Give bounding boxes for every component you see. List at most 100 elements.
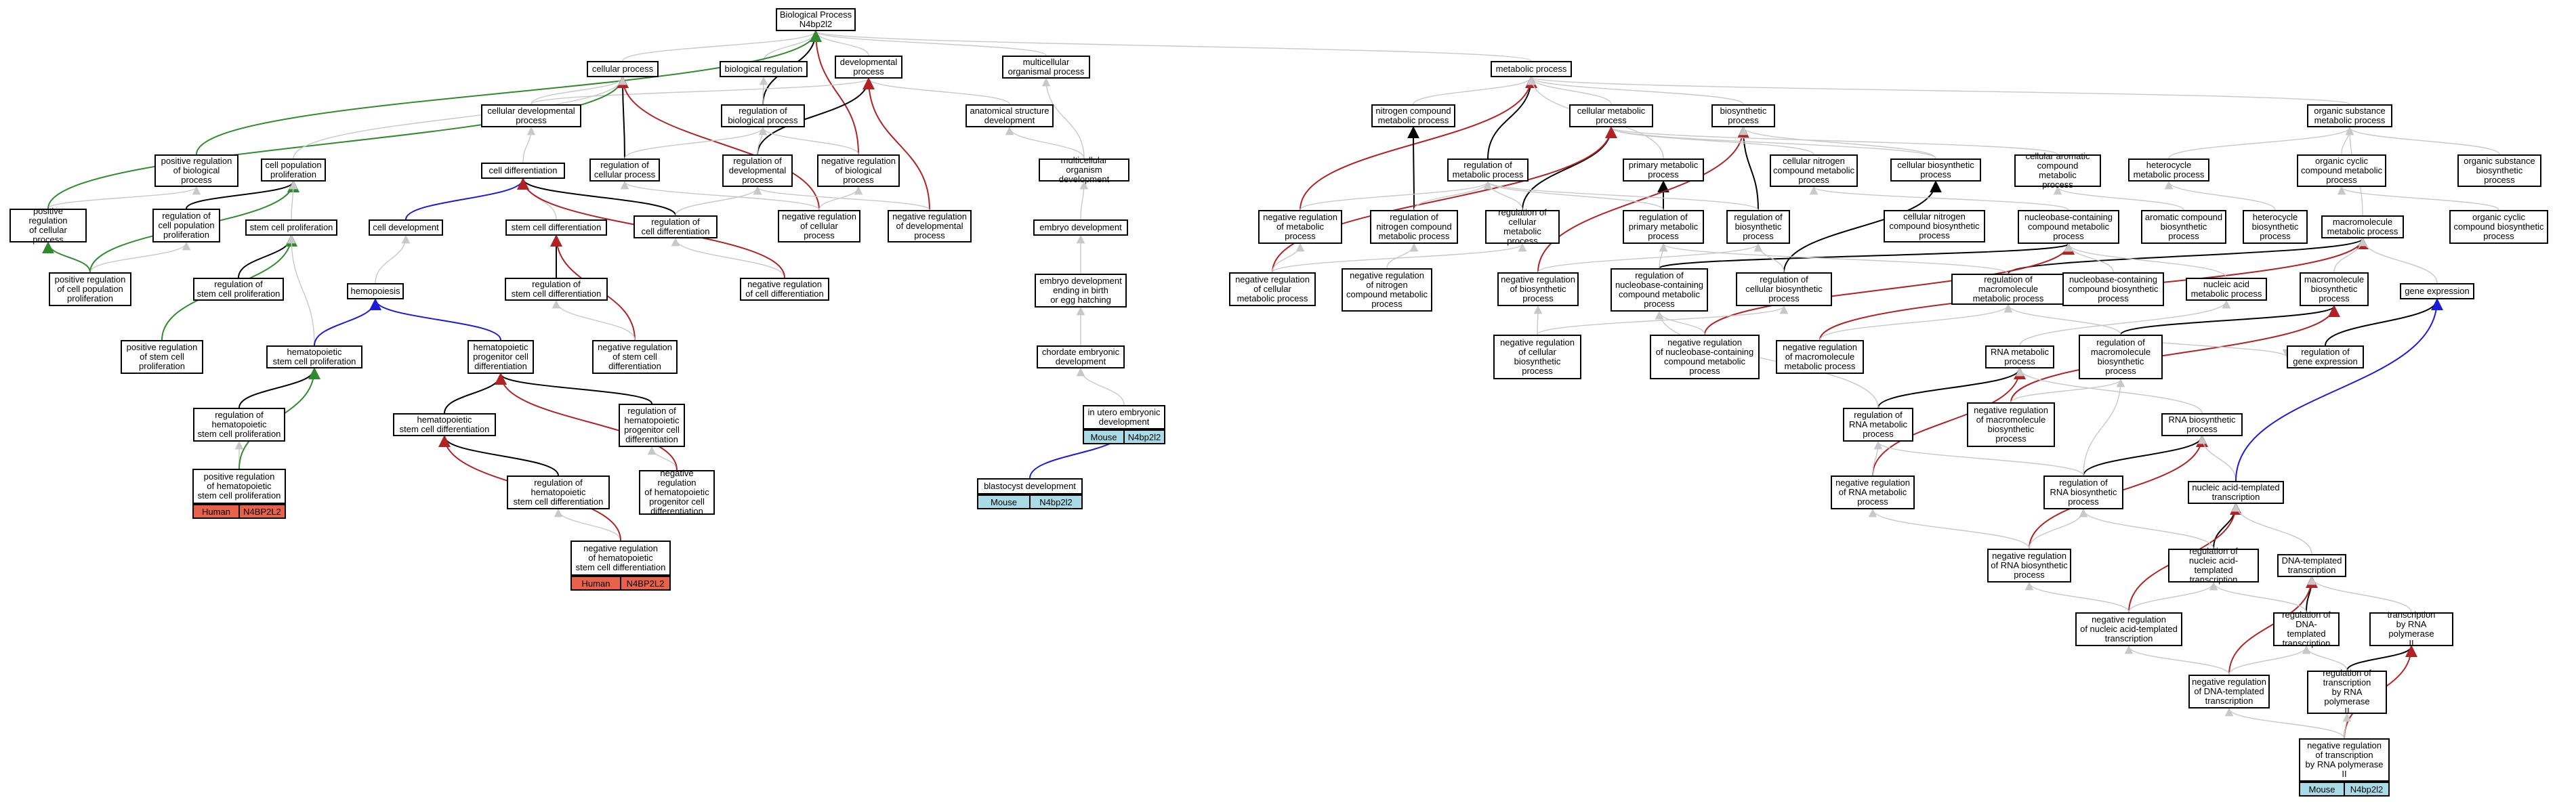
node-regulation-of-developmental-process[interactable]: regulation of developmental process xyxy=(722,154,793,187)
node-regulation-of-biological-process[interactable]: regulation of biological process xyxy=(721,104,805,127)
node-reg-nucleobase-containing-compound-metabolic-process[interactable]: regulation of nucleobase-containing comp… xyxy=(1611,268,1708,312)
node-cellular-metabolic-process[interactable]: cellular metabolic process xyxy=(1569,104,1653,127)
node-regulation-of-cellular-process[interactable]: regulation of cellular process xyxy=(589,158,660,182)
node-neg-reg-cell-differentiation[interactable]: negative regulation of cell differentiat… xyxy=(740,278,829,301)
node-reg-cell-population-proliferation[interactable]: regulation of cell population proliferat… xyxy=(152,209,220,242)
node-stem-cell-proliferation[interactable]: stem cell proliferation xyxy=(245,219,337,236)
node-neg-reg-nucleic-acid-templated-transcription[interactable]: negative regulation of nucleic acid-temp… xyxy=(2075,612,2182,646)
node-cellular-developmental-process[interactable]: cellular developmental process xyxy=(481,104,581,127)
node-nucleobase-containing-compound-biosynthetic-process[interactable]: nucleobase-containing compound biosynthe… xyxy=(2062,272,2164,306)
node-regulation-of-metabolic-process[interactable]: regulation of metabolic process xyxy=(1447,158,1529,182)
node-nitrogen-compound-metabolic-process[interactable]: nitrogen compound metabolic process xyxy=(1371,104,1455,127)
node-pos-reg-hematopoietic-stem-cell-proliferation[interactable]: positive regulation of hematopoietic ste… xyxy=(192,469,286,504)
node-neg-reg-rna-metabolic-process[interactable]: negative regulation of RNA metabolic pro… xyxy=(1831,475,1915,509)
node-reg-hematopoietic-progenitor-cell-differentiation[interactable]: regulation of hematopoietic progenitor c… xyxy=(619,404,685,447)
node-reg-transcription-by-rna-polymerase-ii[interactable]: regulation of transcription by RNA polym… xyxy=(2307,669,2387,716)
node-biosynthetic-process[interactable]: biosynthetic process xyxy=(1711,104,1775,127)
node-rna-metabolic-process[interactable]: RNA metabolic process xyxy=(1985,345,2054,368)
node-pos-reg-cellular-process[interactable]: positive regulation of cellular process xyxy=(9,207,87,245)
node-neg-reg-developmental-process[interactable]: negative regulation of developmental pro… xyxy=(888,210,972,242)
node-reg-hematopoietic-stem-cell-differentiation[interactable]: regulation of hematopoietic stem cell di… xyxy=(507,475,610,509)
node-hemopoiesis[interactable]: hemopoiesis xyxy=(347,283,404,299)
node-organic-cyclic-compound-metabolic-process[interactable]: organic cyclic compound metabolic proces… xyxy=(2297,154,2386,187)
node-neg-reg-transcription-by-rna-polymerase-ii[interactable]: negative regulation of transcription by … xyxy=(2299,738,2390,782)
node-organic-substance-metabolic-process[interactable]: organic substance metabolic process xyxy=(2307,104,2392,127)
node-cellular-aromatic-compound-metabolic-process[interactable]: cellular aromatic compound metabolic pro… xyxy=(2014,152,2101,190)
node-in-utero-embryonic-development[interactable]: in utero embryonic development xyxy=(1083,405,1165,429)
node-embryo-development-ending-in-birth[interactable]: embryo development ending in birth or eg… xyxy=(1035,274,1127,308)
node-reg-nitrogen-compound-metabolic-process[interactable]: regulation of nitrogen compound metaboli… xyxy=(1370,210,1458,244)
node-blastocyst-development[interactable]: blastocyst development xyxy=(977,478,1083,494)
node-macromolecule-biosynthetic-process[interactable]: macromolecule biosynthetic process xyxy=(2300,272,2369,306)
node-neg-reg-hematopoietic-stem-cell-differentiation[interactable]: negative regulation of hematopoietic ste… xyxy=(570,541,671,576)
node-neg-reg-nucleobase-containing-compound-metabolic-process[interactable]: negative regulation of nucleobase-contai… xyxy=(1650,335,1760,379)
node-reg-stem-cell-proliferation[interactable]: regulation of stem cell proliferation xyxy=(193,278,284,301)
node-organic-cyclic-compound-biosynthetic-process[interactable]: organic cyclic compound biosynthetic pro… xyxy=(2449,210,2548,244)
node-hematopoietic-stem-cell-proliferation[interactable]: hematopoietic stem cell proliferation xyxy=(266,345,362,368)
node-multicellular-organism-development[interactable]: multicellular organism development xyxy=(1039,156,1129,184)
node-neg-reg-rna-biosynthetic-process[interactable]: negative regulation of RNA biosynthetic … xyxy=(1987,549,2071,583)
node-reg-primary-metabolic-process[interactable]: regulation of primary metabolic process xyxy=(1623,210,1704,244)
node-reg-hematopoietic-stem-cell-proliferation[interactable]: regulation of hematopoietic stem cell pr… xyxy=(193,408,285,442)
node-reg-stem-cell-differentiation[interactable]: regulation of stem cell differentiation xyxy=(505,278,608,301)
node-cell-differentiation[interactable]: cell differentiation xyxy=(481,163,565,179)
node-heterocycle-metabolic-process[interactable]: heterocycle metabolic process xyxy=(2128,158,2209,182)
node-neg-reg-hematopoietic-progenitor-cell-differentiation[interactable]: negative regulation of hematopoietic pro… xyxy=(639,469,715,516)
node-primary-metabolic-process[interactable]: primary metabolic process xyxy=(1623,158,1704,182)
node-neg-reg-metabolic-process[interactable]: negative regulation of metabolic process xyxy=(1258,210,1342,244)
node-heterocycle-biosynthetic-process[interactable]: heterocycle biosynthetic process xyxy=(2243,210,2308,244)
node-reg-macromolecule-metabolic-process[interactable]: regulation of macromolecule metabolic pr… xyxy=(1951,274,2065,305)
node-cellular-nitrogen-compound-biosynthetic-process[interactable]: cellular nitrogen compound biosynthetic … xyxy=(1884,210,1985,242)
node-cellular-nitrogen-compound-metabolic-process[interactable]: cellular nitrogen compound metabolic pro… xyxy=(1770,154,1858,187)
node-reg-dna-templated-transcription[interactable]: regulation of DNA-templated transcriptio… xyxy=(2273,610,2340,648)
node-pos-reg-biological-process[interactable]: positive regulation of biological proces… xyxy=(154,154,238,187)
node-multicellular-organismal-process[interactable]: multicellular organismal process xyxy=(1002,56,1090,79)
node-biological-regulation[interactable]: biological regulation xyxy=(720,61,808,77)
node-cellular-process[interactable]: cellular process xyxy=(587,61,659,77)
node-reg-gene-expression[interactable]: regulation of gene expression xyxy=(2287,345,2364,368)
node-anatomical-structure-development[interactable]: anatomical structure development xyxy=(965,104,1054,127)
node-nucleic-acid-templated-transcription[interactable]: nucleic acid-templated transcription xyxy=(2188,481,2284,504)
node-reg-cellular-metabolic-process[interactable]: regulation of cellular metabolic process xyxy=(1485,208,1560,246)
node-chordate-embryonic-development[interactable]: chordate embryonic development xyxy=(1037,345,1125,368)
node-neg-reg-biosynthetic-process[interactable]: negative regulation of biosynthetic proc… xyxy=(1497,272,1579,306)
node-reg-rna-biosynthetic-process[interactable]: regulation of RNA biosynthetic process xyxy=(2043,475,2123,509)
edge-reg-nitrogen-compound-metabolic-process-to-regulation-of-metabolic-process xyxy=(1413,180,1493,211)
node-biological-process-root[interactable]: Biological Process N4bp2l2 xyxy=(776,8,856,31)
node-cellular-biosynthetic-process[interactable]: cellular biosynthetic process xyxy=(1890,158,1981,182)
node-neg-reg-nitrogen-compound-metabolic-process[interactable]: negative regulation of nitrogen compound… xyxy=(1342,268,1432,312)
node-hematopoietic-stem-cell-differentiation[interactable]: hematopoietic stem cell differentiation xyxy=(393,413,496,436)
node-metabolic-process[interactable]: metabolic process xyxy=(1491,61,1572,77)
node-nucleic-acid-metabolic-process[interactable]: nucleic acid metabolic process xyxy=(2186,278,2267,301)
node-neg-reg-macromolecule-biosynthetic-process[interactable]: negative regulation of macromolecule bio… xyxy=(1967,402,2055,447)
node-stem-cell-differentiation[interactable]: stem cell differentiation xyxy=(505,219,607,236)
node-cell-development[interactable]: cell development xyxy=(369,219,443,236)
node-neg-reg-stem-cell-differentiation[interactable]: negative regulation of stem cell differe… xyxy=(592,340,678,374)
node-cell-population-proliferation[interactable]: cell population proliferation xyxy=(261,158,326,182)
node-neg-reg-cellular-process[interactable]: negative regulation of cellular process xyxy=(778,210,860,242)
node-gene-expression[interactable]: gene expression xyxy=(2400,283,2474,299)
node-nucleobase-containing-compound-metabolic-process[interactable]: nucleobase-containing compound metabolic… xyxy=(2018,210,2119,244)
node-hematopoietic-progenitor-cell-differentiation[interactable]: hematopoietic progenitor cell differenti… xyxy=(468,340,534,374)
node-developmental-process[interactable]: developmental process xyxy=(835,56,902,79)
node-neg-reg-macromolecule-metabolic-process[interactable]: negative regulation of macromolecule met… xyxy=(1776,340,1864,374)
node-rna-biosynthetic-process[interactable]: RNA biosynthetic process xyxy=(2161,413,2243,436)
node-reg-nucleic-acid-templated-transcription[interactable]: regulation of nucleic acid-templated tra… xyxy=(2168,547,2259,585)
node-reg-biosynthetic-process[interactable]: regulation of biosynthetic process xyxy=(1726,210,1790,244)
node-pos-reg-stem-cell-proliferation[interactable]: positive regulation of stem cell prolife… xyxy=(121,340,203,374)
node-reg-macromolecule-biosynthetic-process[interactable]: regulation of macromolecule biosynthetic… xyxy=(2079,335,2163,379)
node-neg-reg-biological-process[interactable]: negative regulation of biological proces… xyxy=(817,154,900,187)
node-neg-reg-cellular-metabolic-process[interactable]: negative regulation of cellular metaboli… xyxy=(1229,272,1316,306)
node-neg-reg-dna-templated-transcription[interactable]: negative regulation of DNA-templated tra… xyxy=(2188,675,2270,708)
node-reg-cellular-biosynthetic-process[interactable]: regulation of cellular biosynthetic proc… xyxy=(1736,272,1832,306)
node-macromolecule-metabolic-process[interactable]: macromolecule metabolic process xyxy=(2321,215,2404,238)
node-aromatic-compound-biosynthetic-process[interactable]: aromatic compound biosynthetic process xyxy=(2141,210,2226,244)
node-pos-reg-cell-population-proliferation[interactable]: positive regulation of cell population p… xyxy=(49,272,131,306)
node-transcription-by-rna-polymerase-ii[interactable]: transcription by RNA polymerase II xyxy=(2369,610,2453,648)
node-regulation-of-cell-differentiation[interactable]: regulation of cell differentiation xyxy=(633,215,718,238)
node-dna-templated-transcription[interactable]: DNA-templated transcription xyxy=(2277,554,2346,577)
node-embryo-development[interactable]: embryo development xyxy=(1033,219,1128,236)
node-organic-substance-biosynthetic-process[interactable]: organic substance biosynthetic process xyxy=(2457,154,2541,187)
node-reg-rna-metabolic-process[interactable]: regulation of RNA metabolic process xyxy=(1843,408,1913,442)
node-neg-reg-cellular-biosynthetic-process[interactable]: negative regulation of cellular biosynth… xyxy=(1493,335,1581,379)
